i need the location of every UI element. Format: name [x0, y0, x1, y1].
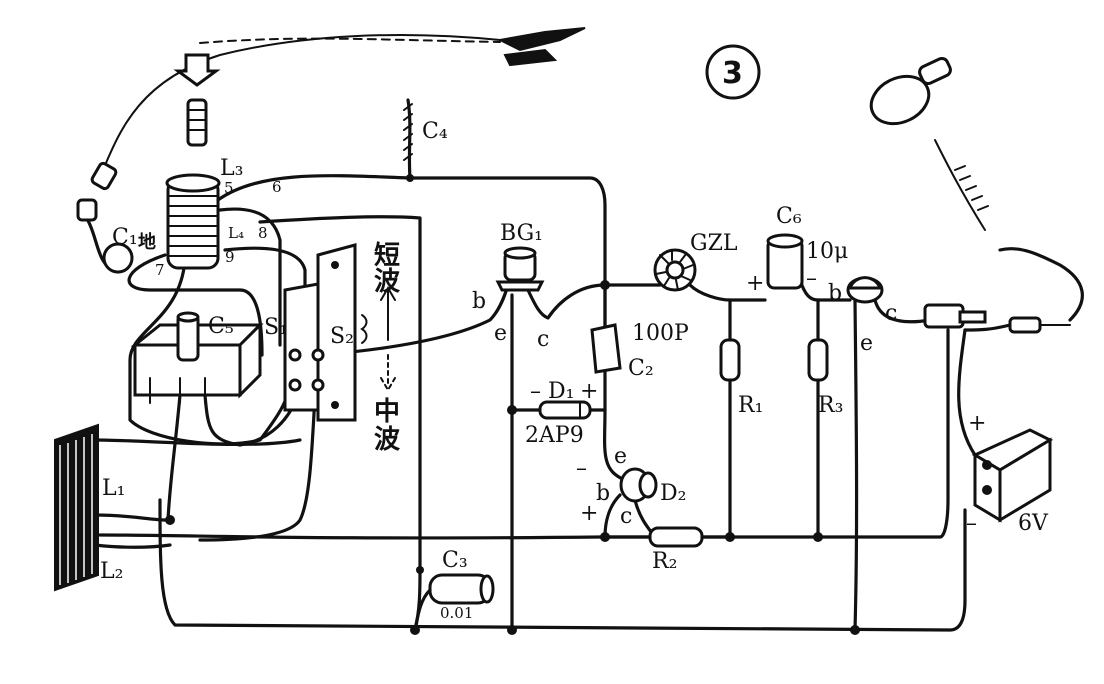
label-shortwave-2: 波 — [374, 267, 401, 297]
capacitor-c6 — [766, 233, 804, 290]
label-c6-minus: – — [806, 266, 817, 291]
label-pin6: 6 — [272, 178, 282, 196]
band-switch — [283, 243, 368, 422]
label-c2: C₂ — [628, 356, 654, 381]
label-battery-6v: 6V — [1018, 511, 1049, 536]
alligator-clip-icon — [496, 27, 586, 67]
label-d1-plus: + — [580, 379, 598, 404]
label-bg2-b: b — [828, 281, 842, 306]
label-r3: R₃ — [818, 393, 843, 418]
label-s1: S₁ — [264, 315, 288, 340]
figure-number-badge: 3 — [705, 44, 761, 100]
label-d2-c: c — [620, 504, 632, 529]
label-battery-minus: – — [966, 511, 977, 536]
label-bg1-e: e — [494, 321, 507, 346]
label-bg2-e: e — [860, 331, 873, 356]
label-shortwave-1: 短 — [374, 241, 400, 271]
coil-l3-l4 — [165, 53, 221, 270]
battery-6v — [971, 428, 1054, 523]
label-c6-plus: + — [746, 271, 764, 296]
label-d2-b: b — [596, 481, 610, 506]
label-d1: D₁ — [548, 379, 574, 404]
label-c3-value: 0.01 — [440, 604, 473, 622]
variable-capacitor-c5 — [130, 311, 264, 404]
ferrite-antenna-l1-l2 — [54, 423, 99, 592]
label-d1-type: 2AP9 — [525, 423, 584, 448]
label-d2-minus: – — [576, 456, 587, 481]
label-c4: C₄ — [422, 119, 448, 144]
label-d2: D₂ — [660, 481, 686, 506]
label-pin8: 8 — [258, 224, 268, 242]
label-bg2-c: c — [885, 301, 897, 326]
earphone-jack — [923, 303, 987, 329]
label-mediumwave-2: 波 — [374, 425, 401, 455]
transistor-bg2 — [846, 276, 884, 304]
label-c2-value: 100P — [632, 321, 689, 346]
capacitor-c2 — [590, 323, 622, 374]
label-bg1-b: b — [472, 289, 486, 314]
resistor-r1 — [719, 338, 741, 382]
choke-gzl — [653, 248, 697, 292]
label-bg1: BG₁ — [500, 221, 543, 246]
label-c1: C₁ — [112, 225, 138, 250]
label-l3: L₃ — [220, 156, 243, 181]
label-c6: C₆ — [776, 204, 802, 229]
label-c3: C₃ — [442, 548, 468, 573]
label-bg1-c: c — [537, 327, 549, 352]
label-mediumwave-1: 中 — [374, 397, 400, 427]
capacitor-c1 — [102, 242, 134, 274]
label-d1-minus: – — [530, 379, 541, 404]
capacitor-c3 — [413, 573, 495, 632]
label-gzl: GZL — [690, 231, 738, 256]
label-r1: R₁ — [738, 393, 763, 418]
plug-icon — [76, 161, 118, 222]
diode-d1 — [538, 400, 592, 420]
label-pin5: 5 — [224, 179, 234, 197]
label-r2: R₂ — [652, 549, 677, 574]
label-s2: S₂ — [330, 324, 354, 349]
label-d2-e: e — [614, 444, 627, 469]
label-c5: C₅ — [208, 314, 234, 339]
resistor-r3 — [807, 338, 829, 382]
wires — [83, 34, 1084, 632]
labels: C₄ L₃ 5 6 L₄ 8 9 7 C₁ 地 C₅ S₁ S₂ 短 波 中 波… — [100, 119, 1049, 622]
resistor-r2 — [648, 526, 732, 548]
label-l2: L₂ — [100, 559, 123, 584]
transistor-bg1 — [495, 246, 545, 292]
label-pin9: 9 — [225, 248, 235, 266]
label-l1: L₁ — [102, 476, 125, 501]
band-arrows — [380, 286, 396, 392]
earphone-plug-icon — [1008, 316, 1071, 334]
transistor-d2 — [619, 467, 658, 503]
figure-number: 3 — [722, 56, 743, 91]
label-battery-plus: + — [968, 411, 986, 436]
label-l4: L₄ — [228, 224, 244, 242]
label-d2-plus: + — [580, 501, 598, 526]
earphone-icon — [869, 56, 989, 211]
label-c6-value: 10μ — [806, 239, 848, 264]
label-ground: 地 — [138, 231, 156, 253]
junction-dots — [165, 174, 860, 635]
label-pin7: 7 — [155, 261, 165, 279]
